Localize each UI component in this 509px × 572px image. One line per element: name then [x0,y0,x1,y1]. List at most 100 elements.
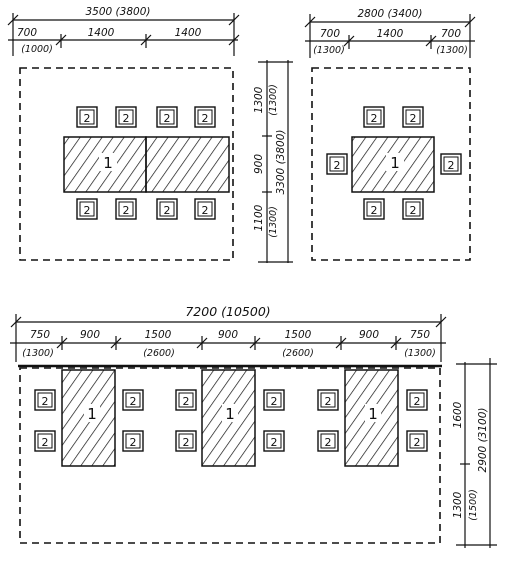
plan-c-width-6: 900 [359,329,379,341]
plan-c-chair: 2 [263,430,285,452]
plan-c: 7200 (10500) 750 900 1500 900 1500 900 7… [10,304,497,548]
plan-a-chair: 2 [115,106,137,128]
plan-a-table-label-bg [99,153,117,171]
plan-c-height-2: 1300 [452,491,464,518]
plan-c-width-3-alt: (2600) [143,348,175,359]
plan-c-height-2-alt: (1500) [468,489,479,521]
plan-c-width-1-alt: (1300) [22,348,54,359]
svg-text:2: 2 [448,159,455,172]
svg-text:2: 2 [130,395,137,408]
plan-b-room-outline [311,67,471,261]
plan-b-chair: 2 [363,198,385,220]
svg-text:2: 2 [123,112,130,125]
plan-a: 3500 (3800) 700 (1000) 1400 1400 1300 (1… [7,6,293,263]
plan-c-chair: 2 [34,389,56,411]
svg-text:2: 2 [271,436,278,449]
plan-a-width-3: 1400 [175,27,202,39]
plan-c-chair: 2 [317,389,339,411]
plan-c-width-3: 1500 [145,329,172,341]
svg-text:2: 2 [164,112,171,125]
plan-b-chair: 2 [402,198,424,220]
plan-b-width-1-alt: (1300) [313,45,345,56]
plan-a-height-3-alt: (1300) [268,206,279,238]
plan-c-room-outline [19,367,441,544]
svg-text:2: 2 [271,395,278,408]
plan-c-dimension-lines [10,314,497,548]
svg-text:2: 2 [410,204,417,217]
plan-c-chair: 2 [34,430,56,452]
plan-b-width-2: 1400 [377,28,404,40]
svg-text:2: 2 [183,395,190,408]
plan-a-width-2: 1400 [88,27,115,39]
svg-text:2: 2 [123,204,130,217]
svg-text:2: 2 [414,436,421,449]
plan-c-total-height: 2900 (3100) [477,408,489,473]
plan-c-chair: 2 [263,389,285,411]
plan-c-chair: 2 [122,389,144,411]
plan-c-table-3-label: 1 [368,405,378,423]
plan-b-width-1: 700 [320,28,340,40]
plan-b-width-3-alt: (1300) [436,45,468,56]
plan-b-table-label-bg [386,153,404,171]
plan-c-chair: 2 [122,430,144,452]
plan-b-table [351,136,435,193]
plan-a-chair: 2 [194,198,216,220]
svg-text:2: 2 [334,159,341,172]
plan-a-chair: 2 [156,198,178,220]
plan-b-dimension-lines [304,14,476,58]
svg-text:2: 2 [164,204,171,217]
plan-a-width-1: 700 [17,27,37,39]
svg-text:2: 2 [325,395,332,408]
plan-b: 2800 (3400) 700 (1300) 1400 700 (1300) 1… [304,8,476,261]
svg-text:2: 2 [84,112,91,125]
plan-c-table-1-label-bg [84,404,100,422]
plan-c-table-1-label: 1 [87,405,97,423]
svg-text:2: 2 [84,204,91,217]
plan-a-room-outline [19,67,234,261]
plan-a-chair: 2 [194,106,216,128]
plan-a-height-2: 900 [253,154,265,174]
svg-text:2: 2 [202,204,209,217]
plan-c-width-2: 900 [80,329,100,341]
svg-text:2: 2 [325,436,332,449]
plan-b-chair: 2 [326,153,348,175]
plan-a-chair: 2 [76,198,98,220]
plan-c-height-1: 1600 [452,401,464,428]
plan-a-chair: 2 [76,106,98,128]
svg-text:2: 2 [183,436,190,449]
plan-b-chair: 2 [440,153,462,175]
plan-a-height-1: 1300 [253,86,265,113]
plan-b-total-width: 2800 (3400) [358,8,423,20]
plan-c-width-4: 900 [218,329,238,341]
plan-a-dimension-lines [7,13,293,263]
svg-text:2: 2 [371,112,378,125]
plan-a-height-1-alt: (1300) [268,84,279,116]
svg-text:2: 2 [42,395,49,408]
plan-a-width-1-alt: (1000) [21,44,53,55]
plan-a-chair: 2 [115,198,137,220]
svg-text:2: 2 [414,395,421,408]
plan-a-table-right [145,136,230,193]
plan-b-chair: 2 [402,106,424,128]
plan-a-height-3: 1100 [253,204,265,231]
plan-c-table-2-label: 1 [225,405,235,423]
plan-c-chair: 2 [175,430,197,452]
plan-c-width-1: 750 [30,329,50,341]
plan-c-table-3-label-bg [365,404,381,422]
plan-c-table-2-label-bg [222,404,238,422]
svg-text:2: 2 [130,436,137,449]
svg-text:2: 2 [202,112,209,125]
plan-b-table-label: 1 [390,154,400,172]
plan-c-total-width: 7200 (10500) [185,304,270,319]
plan-c-chair: 2 [317,430,339,452]
plan-c-width-7-alt: (1300) [404,348,436,359]
plan-a-total-height: 3300 (3800) [275,130,287,195]
plan-b-chair: 2 [363,106,385,128]
plan-a-total-width: 3500 (3800) [86,6,151,18]
plan-c-chair: 2 [406,430,428,452]
svg-text:2: 2 [410,112,417,125]
plan-c-chair: 2 [175,389,197,411]
svg-text:2: 2 [42,436,49,449]
plan-a-chair: 2 [156,106,178,128]
